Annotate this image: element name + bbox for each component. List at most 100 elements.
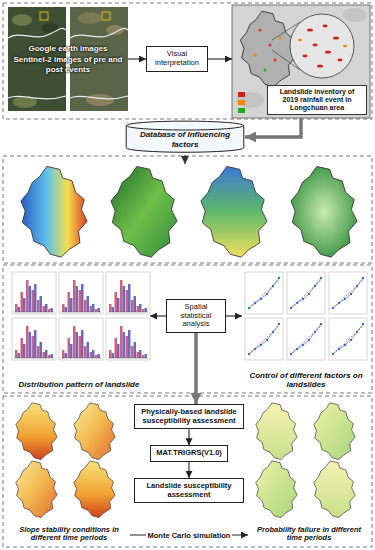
node-text: Sentinel-2 images of pre and post events [12, 55, 124, 73]
node-text: MAT.TRIGRS(V1.0) [155, 449, 223, 458]
node-text: Distribution pattern of landslide [19, 380, 140, 389]
arrow-connector [245, 118, 301, 137]
factor-maps-part [291, 166, 357, 257]
inventory-map-part [264, 69, 267, 72]
scatter-plots [245, 272, 367, 360]
node-text: Probability failure in different time pe… [250, 526, 368, 543]
satellite-images-part [8, 96, 66, 99]
inventory-map-part [303, 55, 308, 58]
node-text: Google earth images [28, 44, 107, 53]
process-box: MAT.TRIGRS(V1.0) [150, 445, 228, 462]
satellite-images-part [40, 12, 48, 20]
inventory-map-part [298, 39, 302, 41]
satellite-images-part [8, 28, 66, 38]
inventory-map-part [325, 50, 331, 53]
histograms-part [59, 272, 103, 314]
satellite-images-part [106, 25, 124, 35]
histograms-part [12, 318, 56, 360]
histograms-part [106, 318, 150, 360]
arrow-connector [194, 333, 198, 404]
process-box: Visual interpretation [146, 46, 208, 71]
arrow-connector [208, 58, 232, 59]
edge-label: Monte Carlo simulation [146, 531, 233, 540]
inventory-map-part [338, 59, 343, 62]
arrow-connector [188, 462, 189, 478]
node-text: Slope stability conditions in different … [10, 526, 128, 543]
inventory-map-part [238, 92, 245, 97]
satellite-images [8, 7, 128, 111]
map-figure: Landslide inventory of 2019 rainfall eve… [232, 5, 370, 118]
node-text: Spatial statistical analysis [171, 303, 221, 329]
probability-maps-part [256, 461, 297, 518]
histograms [12, 272, 150, 360]
inventory-map-part [343, 45, 347, 47]
satellite-images-part [102, 12, 110, 20]
stability-maps-part [74, 461, 115, 518]
scatter-plots-part [329, 318, 367, 360]
process-box: Spatial statistical analysis [166, 299, 226, 333]
probability-maps-part [256, 403, 297, 460]
chart-panel: Distribution pattern of landslide [8, 268, 150, 390]
probability-maps-part [314, 403, 355, 460]
dashed-panel [3, 3, 372, 547]
inventory-map-part [254, 54, 257, 57]
inventory-map-part [240, 11, 295, 87]
satellite-images-part [12, 14, 32, 26]
dashed-panel-part [3, 156, 372, 263]
cylinder-body [126, 121, 244, 152]
dashed-panel-part [3, 396, 372, 547]
stability-maps-part [16, 461, 57, 518]
probability-maps-part [314, 461, 355, 518]
histograms-part [12, 272, 56, 314]
arrow-connector [188, 429, 189, 445]
inventory-map-part [343, 8, 367, 22]
arrow-connector [226, 315, 242, 316]
chart-panel: Control of different factors on landslid… [242, 268, 370, 390]
node-text: Landslide susceptibility assessment [139, 482, 239, 499]
process-box: Physically-based landslide susceptibilit… [134, 404, 244, 429]
scatter-plots-part [287, 318, 325, 360]
inventory-map-part [290, 14, 354, 78]
node-text: Database of Influencing factors [131, 130, 239, 148]
satellite-images-part [70, 96, 128, 99]
probability-maps [256, 403, 355, 518]
factor-maps-part [21, 166, 87, 257]
node-text: Control of different factors on landslid… [244, 371, 368, 389]
cylinder-rim [126, 126, 244, 130]
node-text: Physically-based landslide susceptibilit… [139, 408, 239, 425]
map-panel: Slope stability conditions in different … [8, 398, 130, 544]
inventory-map-part [307, 28, 313, 31]
scatter-plots-part [287, 272, 325, 314]
arrow-connector [150, 315, 166, 316]
inventory-map [232, 5, 370, 118]
factor-maps [21, 155, 357, 257]
dashed-panel-part [3, 265, 372, 393]
arrow-connector [128, 58, 146, 59]
factor-maps-part [201, 166, 267, 257]
node-text: Visual interpretation [151, 50, 203, 67]
inventory-map-part [323, 25, 328, 28]
dashed-panel-part [3, 3, 372, 119]
factor-maps-part [111, 166, 177, 257]
inventory-map-part [238, 100, 245, 105]
inventory-map-part [238, 108, 245, 113]
inventory-map-part [279, 37, 282, 40]
database-cylinder: Database of Influencing factors [125, 120, 245, 153]
histograms-part [106, 272, 150, 314]
satellite-images-part [78, 12, 102, 24]
map-panel: Probability failure in different time pe… [248, 398, 370, 544]
satellite-images-part [86, 94, 114, 106]
stability-maps-part [74, 403, 115, 460]
inventory-map-part [274, 59, 277, 62]
inventory-map-part [259, 29, 262, 32]
scatter-plots-part [245, 318, 283, 360]
stability-maps-part [16, 403, 57, 460]
inventory-map-part [333, 36, 339, 39]
node-text: Landslide inventory of 2019 rainfall eve… [267, 85, 367, 115]
inventory-map-part [317, 64, 323, 67]
inventory-map-part [269, 44, 272, 47]
process-box: Landslide susceptibility assessment [134, 478, 244, 503]
